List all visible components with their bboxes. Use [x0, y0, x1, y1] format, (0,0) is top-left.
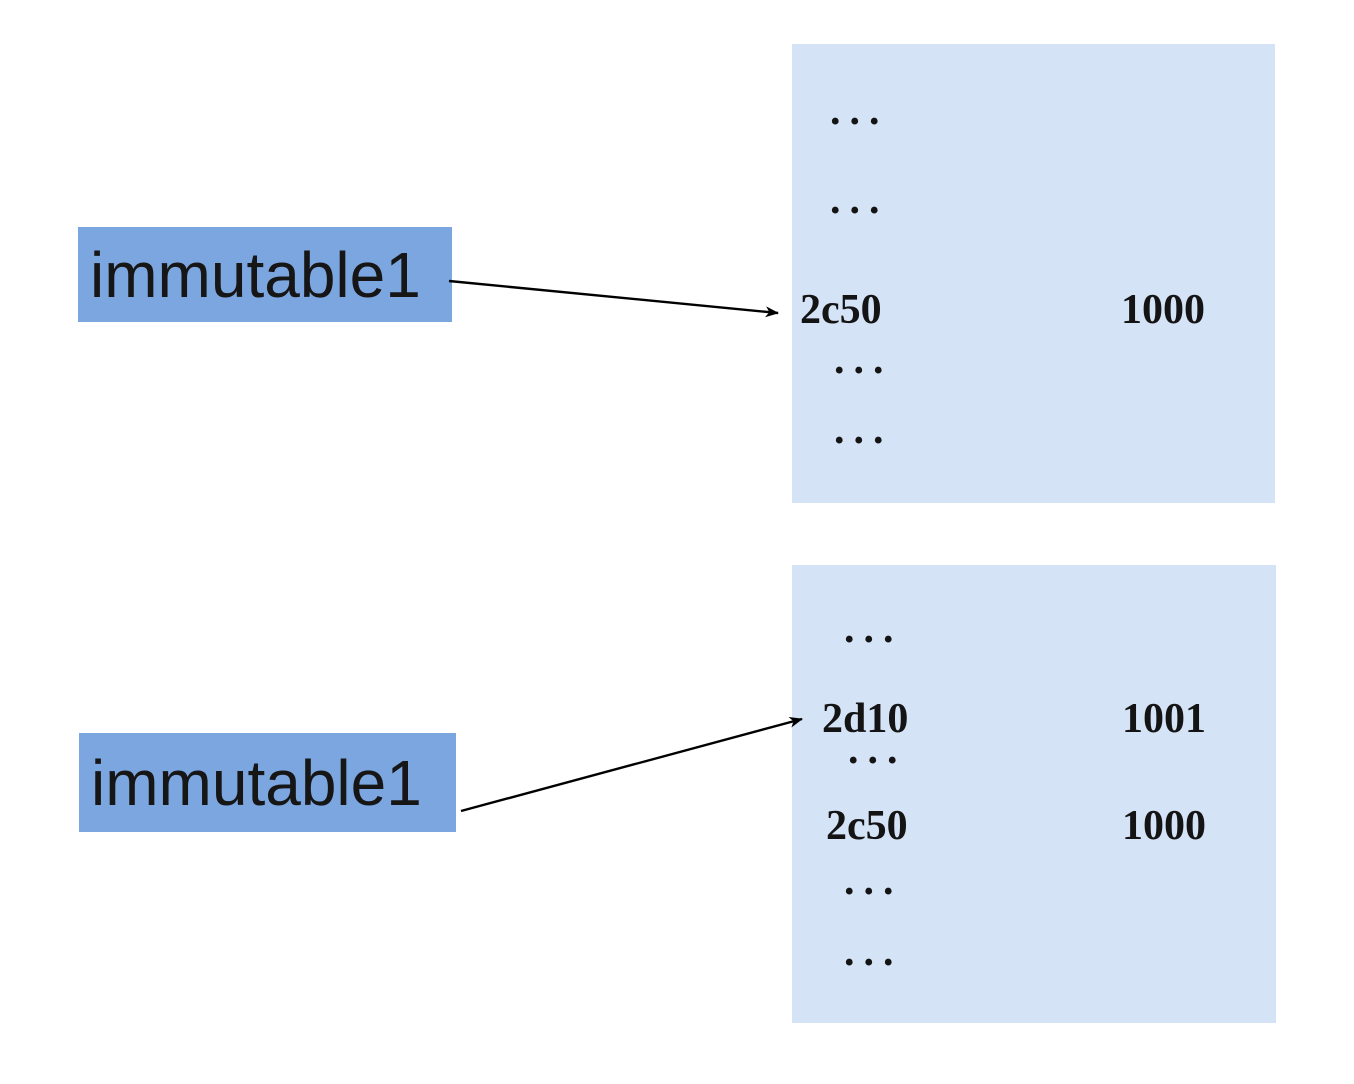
- memory-row: ...: [792, 406, 1275, 454]
- memory-row: ...: [792, 176, 1275, 224]
- memory-value: 1000: [1121, 287, 1205, 333]
- memory-address: 2c50: [826, 803, 908, 849]
- variable-label-before: immutable1: [78, 227, 452, 322]
- memory-ellipsis: ...: [834, 337, 893, 383]
- memory-address: 2d10: [822, 696, 909, 742]
- memory-ellipsis: ...: [830, 88, 889, 134]
- memory-address: 2c50: [800, 287, 882, 333]
- memory-ellipsis: ...: [844, 606, 903, 652]
- memory-value: 1001: [1122, 696, 1206, 742]
- memory-ellipsis: ...: [844, 858, 903, 904]
- memory-row: 2c50 1000: [792, 286, 1275, 334]
- memory-row: 2d10 1001: [792, 695, 1276, 743]
- memory-value: 1000: [1122, 803, 1206, 849]
- memory-row: ...: [792, 857, 1276, 905]
- memory-ellipsis: ...: [848, 727, 907, 773]
- memory-box-before: ... ... 2c50 1000 ... ...: [792, 44, 1275, 503]
- memory-ellipsis: ...: [830, 177, 889, 223]
- variable-label-after: immutable1: [79, 733, 456, 832]
- memory-row: ...: [792, 336, 1275, 384]
- memory-row: ...: [792, 605, 1276, 653]
- memory-row: ...: [792, 87, 1275, 135]
- arrow-before-to-2c50: [448, 279, 779, 318]
- memory-row: ...: [792, 928, 1276, 976]
- memory-row: ...: [792, 726, 1276, 774]
- memory-ellipsis: ...: [844, 929, 903, 975]
- arrow-after-to-2d10: [460, 716, 803, 813]
- memory-row: 2c50 1000: [792, 802, 1276, 850]
- memory-box-after: ... 2d10 1001 ... 2c50 1000 ... ...: [792, 565, 1276, 1023]
- memory-ellipsis: ...: [834, 407, 893, 453]
